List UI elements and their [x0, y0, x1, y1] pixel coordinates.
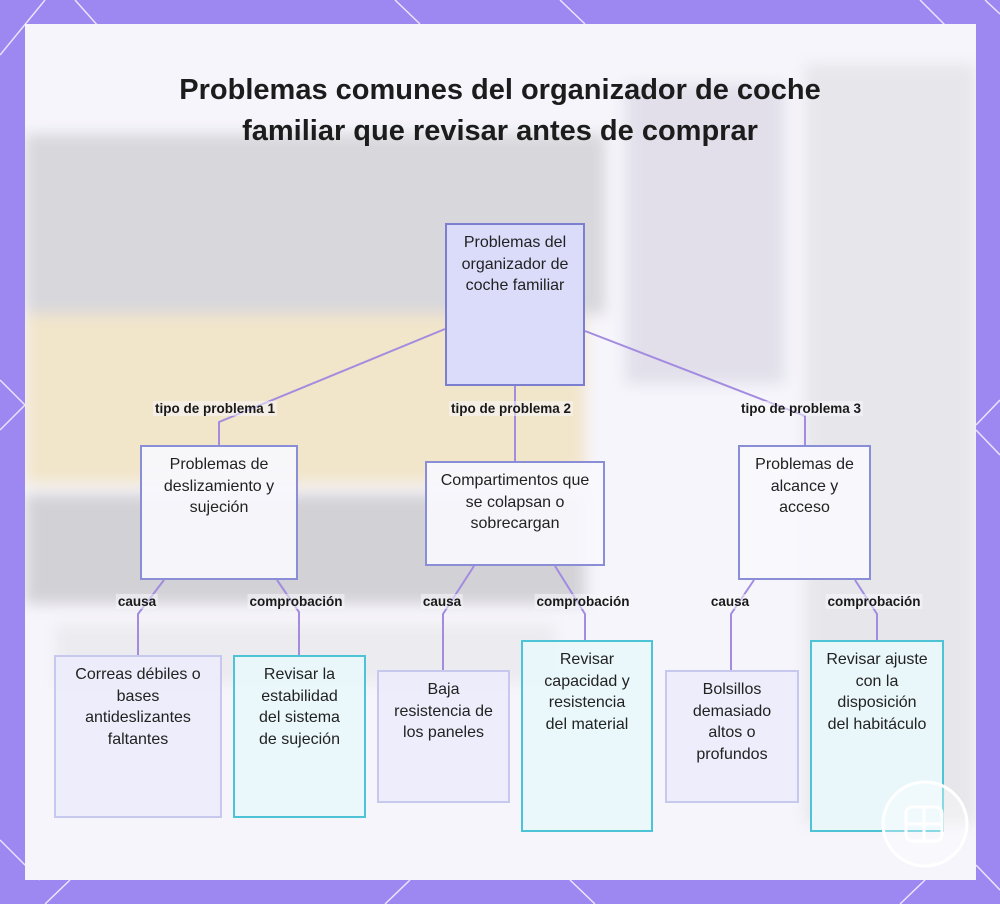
cause-node-3-label: Bolsillos demasiado altos o profundos — [677, 679, 787, 801]
edge-root-branch-3 — [585, 331, 805, 445]
cause-node-3: Bolsillos demasiado altos o profundos — [665, 670, 799, 803]
root-node: Problemas del organizador de coche famil… — [445, 223, 585, 386]
edge-branch-3-check — [855, 580, 877, 640]
cause-node-1-label: Correas débiles o bases antideslizantes … — [68, 664, 208, 816]
edge-label-cause-3: causa — [709, 594, 751, 609]
edge-branch-2-cause — [443, 566, 474, 670]
edge-label-problem-type-3: tipo de problema 3 — [739, 401, 863, 416]
cause-node-1: Correas débiles o bases antideslizantes … — [54, 655, 222, 818]
edge-label-problem-type-2: tipo de problema 2 — [449, 401, 573, 416]
edge-label-check-3: comprobación — [825, 594, 922, 609]
branch-node-1-label: Problemas de deslizamiento y sujeción — [154, 454, 284, 578]
cause-node-2: Baja resistencia de los paneles — [377, 670, 510, 803]
cause-node-2-label: Baja resistencia de los paneles — [391, 679, 496, 801]
branch-node-2: Compartimentos que se colapsan o sobreca… — [425, 461, 605, 566]
branch-node-3: Problemas de alcance y acceso — [738, 445, 871, 580]
edge-root-branch-1 — [219, 329, 445, 445]
check-node-2: Revisar capacidad y resistencia del mate… — [521, 640, 653, 832]
branch-node-2-label: Compartimentos que se colapsan o sobreca… — [437, 470, 593, 564]
check-node-2-label: Revisar capacidad y resistencia del mate… — [537, 649, 637, 830]
edge-branch-1-check — [277, 580, 299, 655]
check-node-1-label: Revisar la estabilidad del sistema de su… — [251, 664, 348, 816]
edge-label-check-1: comprobación — [247, 594, 344, 609]
root-node-label: Problemas del organizador de coche famil… — [461, 232, 569, 384]
check-node-1: Revisar la estabilidad del sistema de su… — [233, 655, 366, 818]
edge-label-cause-2: causa — [421, 594, 463, 609]
edge-label-check-2: comprobación — [534, 594, 631, 609]
diagram-panel: Problemas comunes del organizador de coc… — [25, 24, 976, 880]
edge-label-problem-type-1: tipo de problema 1 — [153, 401, 277, 416]
edge-label-cause-1: causa — [116, 594, 158, 609]
edge-branch-1-cause — [138, 580, 164, 655]
logo-icon — [880, 779, 970, 869]
branch-node-3-label: Problemas de alcance y acceso — [752, 454, 857, 578]
branch-node-1: Problemas de deslizamiento y sujeción — [140, 445, 298, 580]
